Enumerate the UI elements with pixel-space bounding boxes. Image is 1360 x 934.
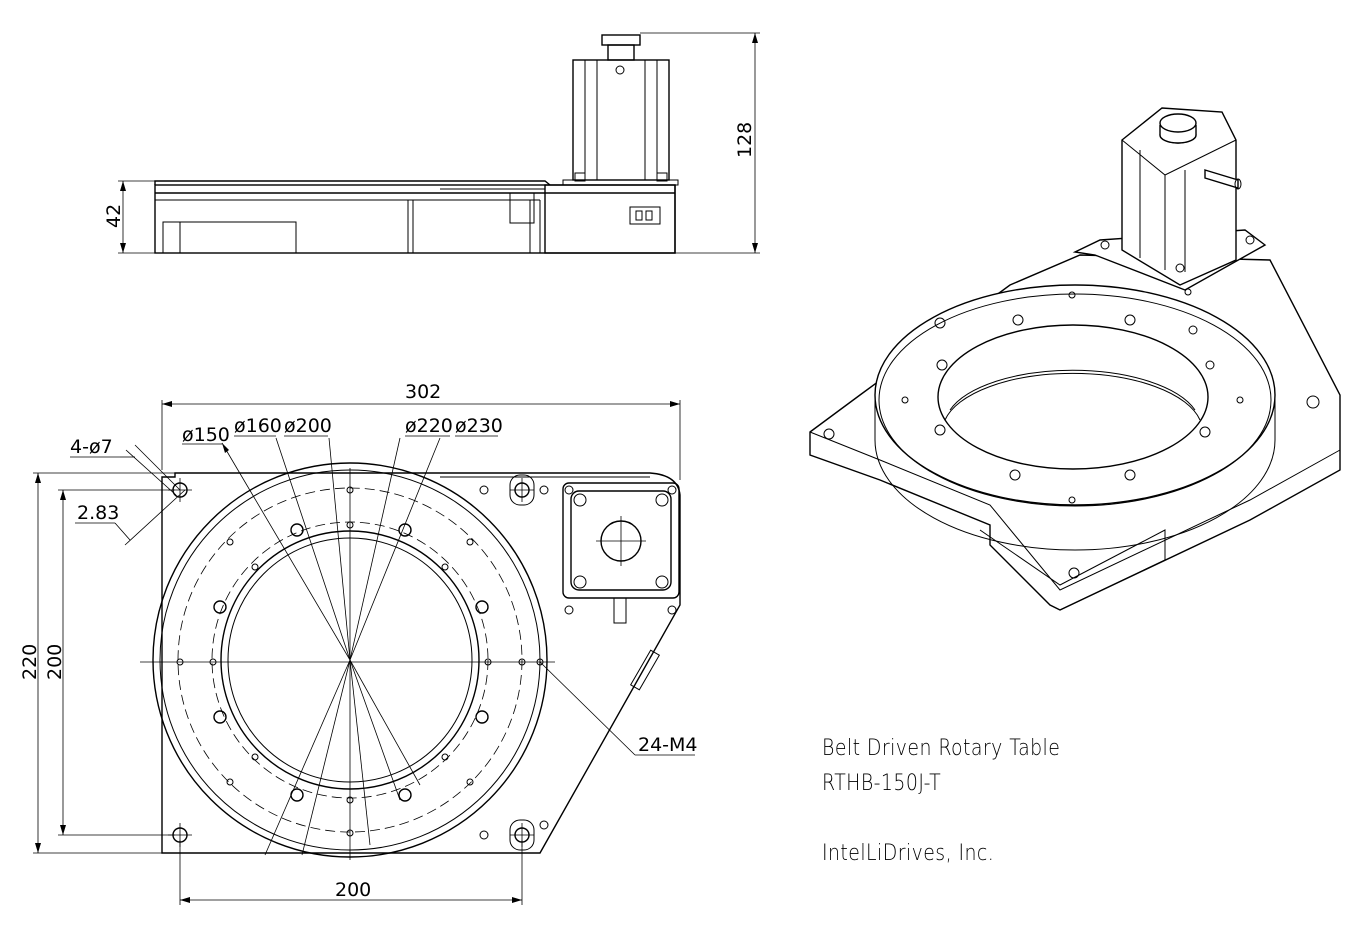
top-view: 302 200 220 200 4-ø7 2.83 24-M4 [19, 381, 698, 905]
mount-holes-label: 4-ø7 [70, 436, 113, 458]
top-width-label: 302 [405, 381, 441, 403]
diameter-230-label: ø230 [455, 415, 503, 437]
iso-ring-holes [901, 291, 1244, 504]
product-name: Belt Driven Rotary Table [822, 736, 1061, 761]
outer-height-label: 220 [19, 644, 41, 680]
bottom-width-label: 200 [335, 879, 371, 901]
product-model: RTHB-150J-T [822, 771, 942, 796]
threaded-holes-label: 24-M4 [638, 734, 698, 756]
ring-holes [176, 486, 544, 837]
height-total-label: 128 [734, 122, 756, 158]
hole-offset-label: 2.83 [77, 502, 119, 524]
diameter-160-label: ø160 [234, 415, 282, 437]
diameter-220-label: ø220 [405, 415, 453, 437]
side-view: 128 42 [103, 32, 760, 254]
diameter-200-label: ø200 [284, 415, 332, 437]
company-name: IntelLiDrives, Inc. [822, 841, 995, 866]
diameter-leaders [221, 437, 441, 856]
inner-height-label: 200 [44, 644, 66, 680]
isometric-view [809, 107, 1341, 611]
height-base-label: 42 [103, 204, 125, 228]
diameter-150-label: ø150 [182, 424, 230, 446]
motor-mount [562, 482, 680, 691]
